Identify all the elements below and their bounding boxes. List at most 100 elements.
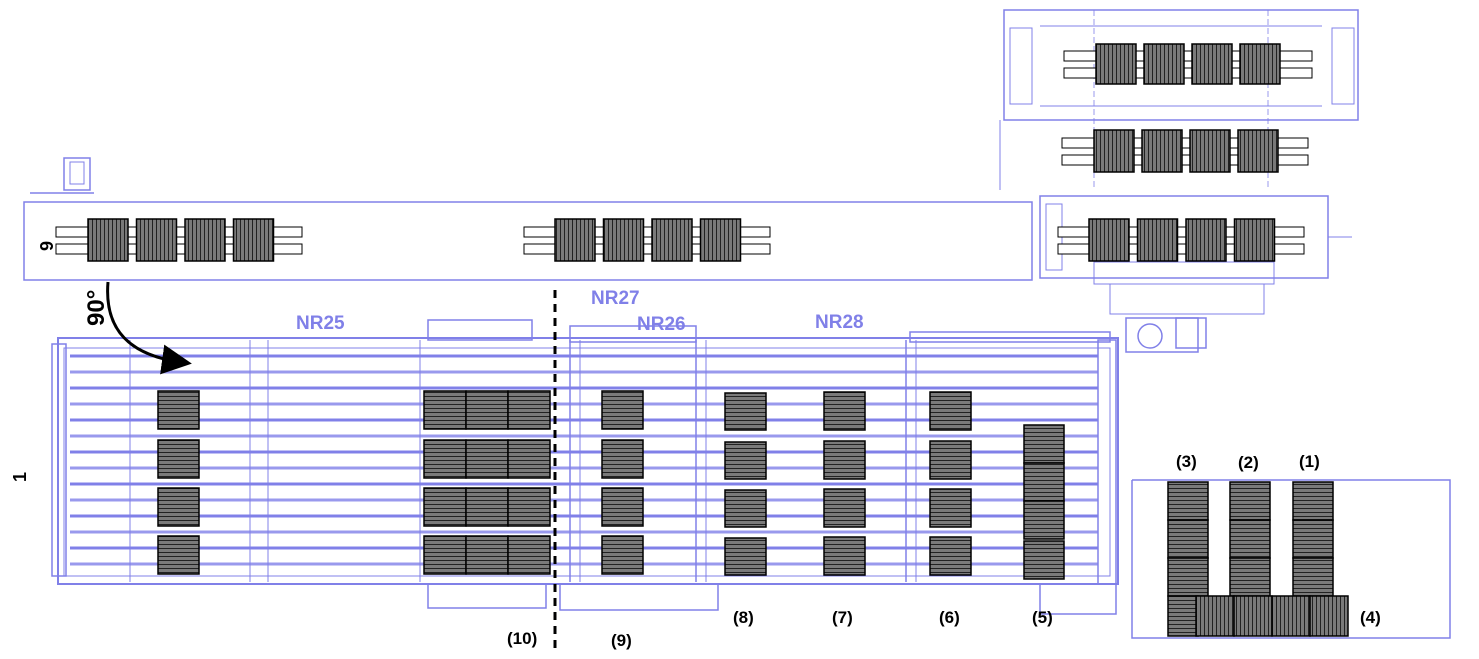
pallet xyxy=(1189,129,1231,173)
pallet xyxy=(823,488,866,528)
conveyor-1-label: 1 xyxy=(10,472,30,482)
pallet xyxy=(602,218,645,262)
pallet xyxy=(1141,129,1183,173)
pallet xyxy=(423,487,467,527)
fork-rail xyxy=(1063,50,1313,62)
fork-rail xyxy=(1061,154,1309,166)
pallet xyxy=(507,487,551,527)
pallet xyxy=(1095,43,1137,85)
rotation-angle-label: 90° xyxy=(83,290,110,326)
motor-icon xyxy=(30,157,94,194)
pallet xyxy=(1229,481,1271,521)
staging-area-frame xyxy=(1131,479,1451,639)
pallet xyxy=(1191,43,1233,85)
pallet xyxy=(601,390,644,430)
pallet xyxy=(929,536,972,576)
pallet xyxy=(465,390,509,430)
pallet xyxy=(1088,218,1130,262)
pallet xyxy=(724,489,767,528)
position-label-9: (9) xyxy=(611,631,632,650)
pallet xyxy=(135,218,178,262)
pallet xyxy=(157,390,200,430)
pallet xyxy=(465,439,509,479)
pallet xyxy=(1136,218,1179,262)
pallet xyxy=(823,391,866,431)
position-label-10: (10) xyxy=(507,629,537,648)
position-label-1: (1) xyxy=(1299,452,1320,471)
section-label-nr25: NR25 xyxy=(296,313,345,334)
section-label-nr27: NR27 xyxy=(591,288,640,309)
pallet xyxy=(929,391,972,431)
conveyor-6-label: 6 xyxy=(36,241,56,251)
pallet xyxy=(507,439,551,479)
pallet xyxy=(699,218,742,262)
pallet xyxy=(423,390,467,430)
pallet xyxy=(423,439,467,479)
pallet xyxy=(1023,462,1065,502)
pallet xyxy=(929,440,972,480)
pallet xyxy=(465,487,509,527)
pallet xyxy=(232,218,275,262)
pallet xyxy=(1292,519,1334,559)
fork-rail xyxy=(1061,137,1309,149)
pallet xyxy=(507,535,551,575)
pallet xyxy=(157,535,200,575)
conveyor-rollers xyxy=(70,354,1098,566)
section-label-nr26: NR26 xyxy=(637,314,686,335)
pallet xyxy=(1271,595,1311,637)
pallet xyxy=(651,218,693,262)
pallet xyxy=(724,537,767,576)
pallet xyxy=(1093,129,1135,173)
fork-rail xyxy=(55,243,303,255)
pallet xyxy=(157,487,200,527)
pallet xyxy=(601,439,644,479)
pallet xyxy=(157,439,200,479)
pallet xyxy=(1233,218,1276,262)
transfer-machine-top-right xyxy=(999,9,1359,353)
pallet xyxy=(1167,519,1209,559)
pallet xyxy=(724,392,767,431)
pallet xyxy=(1292,557,1334,597)
pallet xyxy=(554,218,596,262)
rotation-arrow xyxy=(106,281,192,375)
fork-rail xyxy=(1057,243,1305,255)
pallet xyxy=(1195,595,1235,637)
fork-rail xyxy=(523,226,771,238)
pallet xyxy=(724,441,767,480)
pallet xyxy=(1167,557,1209,597)
fork-rail xyxy=(1063,67,1313,79)
pallet xyxy=(1309,595,1349,637)
pallet xyxy=(423,535,467,575)
pallet xyxy=(184,218,226,262)
position-label-2: (2) xyxy=(1238,453,1259,472)
position-label-6: (6) xyxy=(939,608,960,627)
pallet xyxy=(1023,424,1065,464)
pallet xyxy=(1023,540,1065,580)
pallet xyxy=(1229,519,1271,559)
conveyor-machinery-outline xyxy=(51,319,1119,615)
position-label-5: (5) xyxy=(1032,608,1053,627)
pallet xyxy=(1233,595,1273,637)
position-label-8: (8) xyxy=(733,608,754,627)
pallet xyxy=(1167,595,1199,637)
pallet xyxy=(507,390,551,430)
pallet xyxy=(823,536,866,576)
fork-rail xyxy=(1057,226,1305,238)
pallet xyxy=(1237,129,1279,173)
pallet xyxy=(1239,43,1281,85)
pallet xyxy=(601,487,644,527)
pallet xyxy=(87,218,129,262)
pallet xyxy=(929,488,972,528)
pallet xyxy=(1143,43,1185,85)
position-label-4: (4) xyxy=(1360,608,1381,627)
pallet xyxy=(1292,481,1334,521)
position-label-3: (3) xyxy=(1176,452,1197,471)
pallet xyxy=(465,535,509,575)
pallet-layer xyxy=(55,43,1349,637)
fork-rail xyxy=(523,243,771,255)
pallet xyxy=(823,440,866,480)
position-label-7: (7) xyxy=(832,608,853,627)
fork-rail xyxy=(55,226,303,238)
pallet xyxy=(1229,557,1271,597)
